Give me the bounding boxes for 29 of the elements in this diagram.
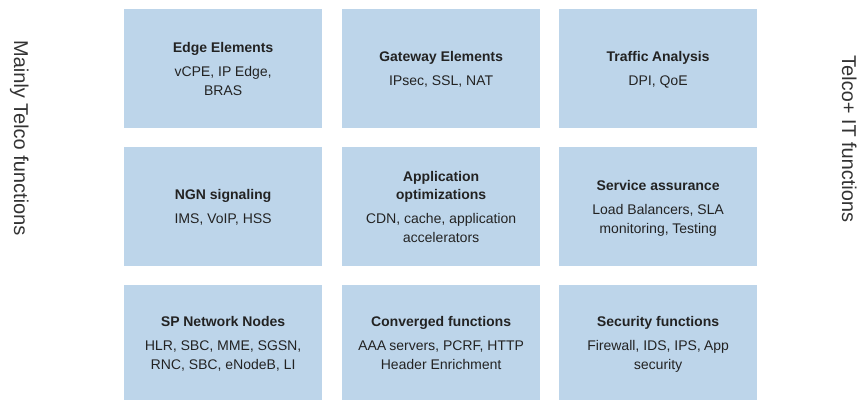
function-box [559,9,757,128]
function-box [559,285,757,400]
function-box [124,147,322,266]
box-text: vCPE, IP Edge, BRAS [173,62,272,100]
box-text: HLR, SBC, MME, SGSN, RNC, SBC, eNodeB, LI [144,336,302,374]
box-heading: NGN signaling [174,185,272,203]
box-text: Firewall, IDS, IPS, App security [586,336,730,374]
box-heading: Edge Elements [172,38,274,56]
box-heading: Traffic Analysis [606,47,710,65]
box-text: IPsec, SSL, NAT [389,71,493,90]
function-box [124,9,322,128]
box-text: CDN, cache, application accelerators [364,208,518,246]
box-heading: Converged functions [370,312,511,330]
function-box [342,285,540,400]
side-label: Mainly Telco functions [8,40,31,236]
box-text: IMS, VoIP, HSS [174,209,272,228]
side-label: Telco+ IT functions [836,55,859,222]
box-heading: Gateway Elements [379,47,503,65]
box-text: Load Balancers, SLA monitoring, Testing [591,200,725,238]
function-box [342,9,540,128]
box-text: DPI, QoE [628,71,688,90]
function-box [124,285,322,400]
box-heading: Application optimizations [394,166,488,202]
box-text: AAA servers, PCRF, HTTP Header Enrichment [357,336,525,374]
box-heading: Service assurance [596,176,720,194]
function-box [559,147,757,266]
function-box [342,147,540,266]
box-heading: Security functions [596,312,720,330]
box-heading: SP Network Nodes [160,312,286,330]
